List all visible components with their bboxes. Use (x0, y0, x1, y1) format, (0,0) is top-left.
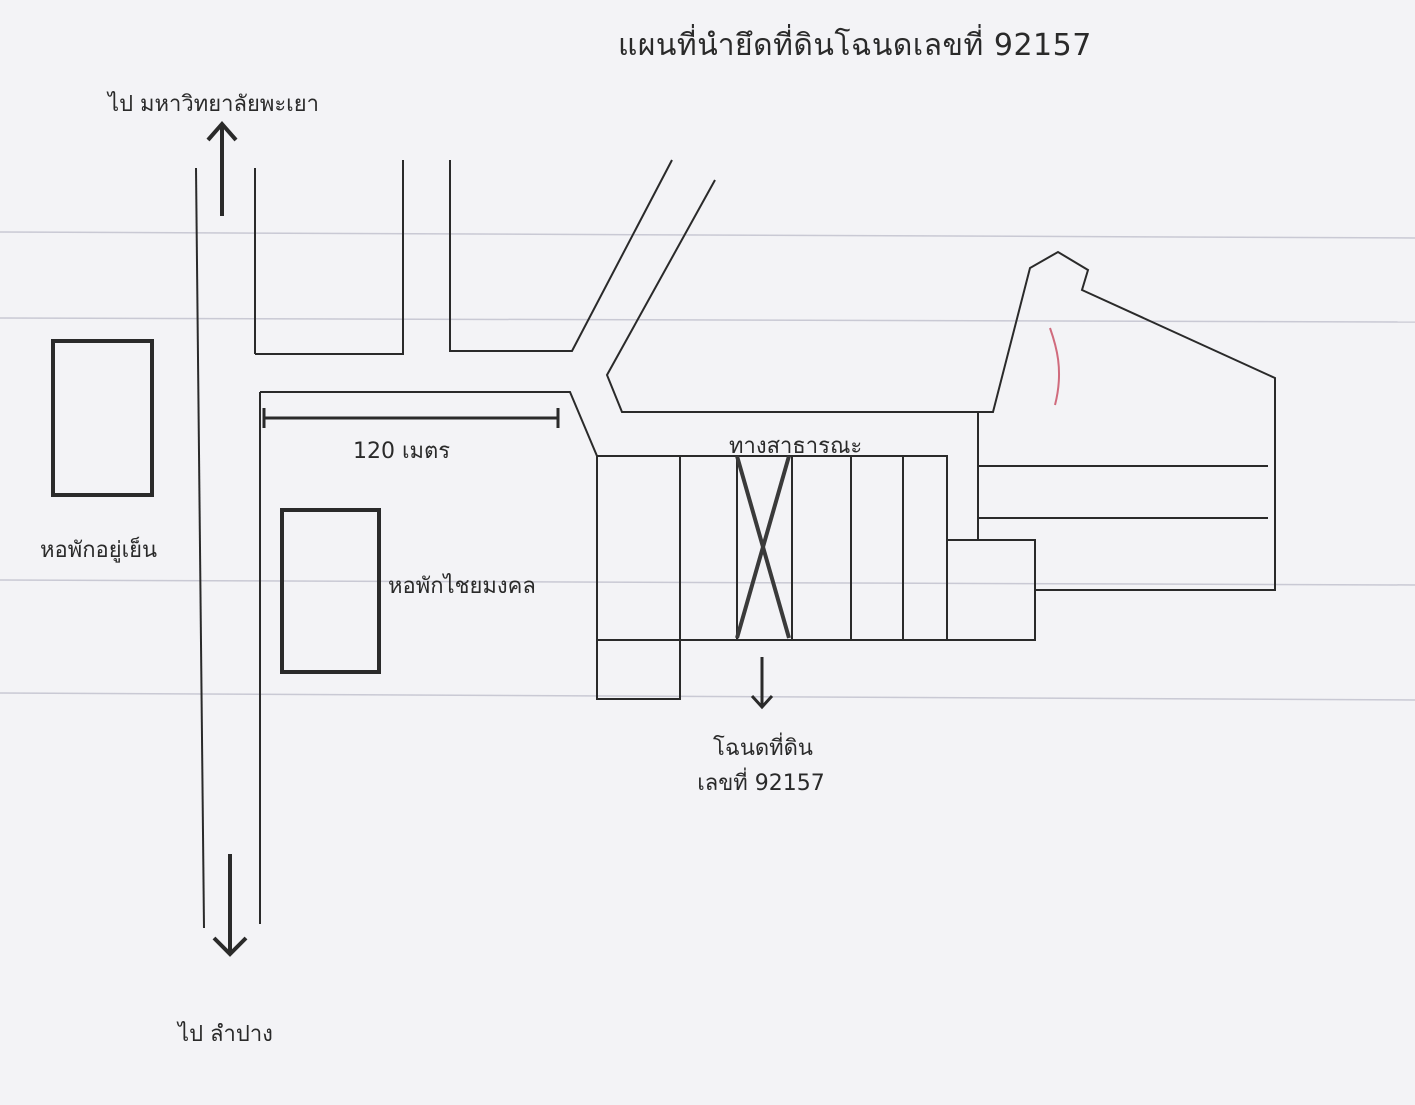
deed-parcel-x-mark (735, 455, 791, 639)
distance-label: 120 เมตร (353, 439, 451, 464)
building-chaimongkol (280, 508, 381, 674)
arrow-deed-icon (750, 657, 774, 710)
arrow-north-icon (206, 120, 238, 216)
direction-south-label: ไป ลำปาง (178, 1022, 273, 1047)
distance-dimension-line (262, 408, 560, 428)
building-chaimongkol-label: หอพักไชยมงคล (388, 574, 536, 599)
parcel-extension (596, 456, 681, 700)
arrow-south-icon (212, 854, 248, 957)
direction-north-label: ไป มหาวิทยาลัยพะเยา (108, 92, 319, 117)
building-yuyen-label: หอพักอยู่เย็น (40, 538, 158, 563)
deed-label-line2: เลขที่ 92157 (697, 771, 825, 796)
map-title: แผนที่นำยึดที่ดินโฉนดเลขที่ 92157 (618, 28, 1092, 63)
red-pen-mark (1049, 327, 1061, 406)
side-street-2 (449, 159, 673, 352)
public-way-label: ทางสาธารณะ (729, 434, 863, 459)
side-street-1 (255, 160, 404, 355)
building-yuyen (51, 339, 154, 497)
parcel-strip (596, 455, 948, 641)
scan-lines (0, 231, 1415, 701)
diagonal-road (260, 391, 598, 457)
right-connector (947, 412, 979, 541)
right-lower-block (947, 539, 1036, 641)
deed-label-line1: โฉนดที่ดิน (713, 736, 813, 761)
main-road-left-edge (195, 167, 205, 929)
diagonal-road-upper (605, 179, 1276, 591)
